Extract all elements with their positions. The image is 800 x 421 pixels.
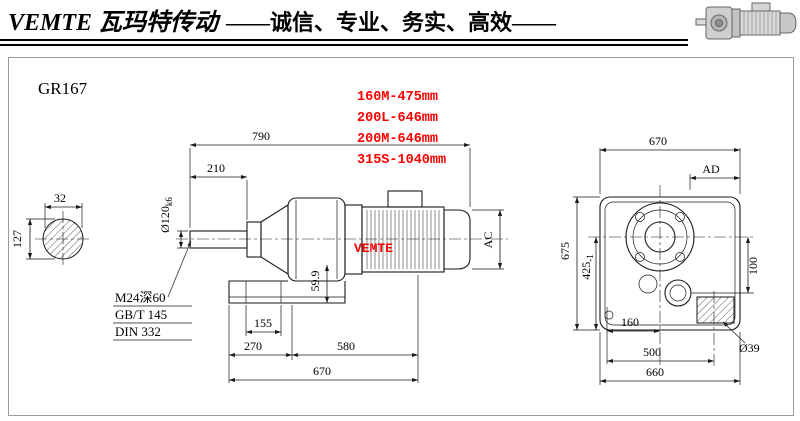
end-dim-ad: AD [702,162,720,176]
vemte-watermark: VEMTE [354,241,393,256]
gearmotor-photo [695,2,797,40]
dim-shaft-length: 210 [207,161,225,175]
dim-shaft-diameter: Ø120k6 [158,197,174,233]
end-dim-660: 660 [646,365,664,379]
model-label: GR167 [38,79,88,98]
end-dim-hole-39: Ø39 [739,341,760,355]
end-view-dimensions: 670 AD 675 425-1 100 160 500 660 Ø39 [558,134,760,385]
dim-155: 155 [254,316,272,330]
dim-total-length: 790 [252,129,270,143]
shaft-section-view: 32 127 [10,191,92,267]
motor-option-2: 200L-646mm [357,111,438,126]
end-dim-425: 425-1 [579,254,595,280]
drawing-frame [8,57,794,416]
thread-note-block: M24深60 GB/T 145 DIN 332 [113,240,192,341]
dim-key-width: 32 [54,191,66,205]
header-slogan: ——诚信、专业、务实、高效—— [226,10,557,35]
side-view-dimensions: 790 210 Ø120k6 AC 59.9 155 270 580 670 [158,129,504,383]
thread-note: M24深60 [115,290,166,305]
dim-shaft-height: 127 [10,230,24,248]
brand-row: VEMTE 瓦玛特传动 ——诚信、专业、务实、高效—— [8,2,556,37]
motor-options: 160M-475mm 200L-646mm 200M-646mm 315S-10… [357,90,446,168]
header: VEMTE 瓦玛特传动 ——诚信、专业、务实、高效—— [0,0,800,56]
end-dim-160: 160 [621,315,639,329]
dim-ac: AC [481,232,495,249]
end-view-outline [588,185,754,369]
dim-670-bottom: 670 [313,364,331,378]
side-view-outline [176,190,508,304]
gearmotor-shapes [695,2,797,40]
dim-270: 270 [244,339,262,353]
motor-option-1: 160M-475mm [357,90,438,105]
end-dim-500: 500 [643,345,661,359]
dim-580: 580 [337,339,355,353]
motor-option-4: 315S-1040mm [357,153,446,168]
end-dim-width: 670 [649,134,667,148]
end-dim-height: 675 [558,242,572,260]
end-dim-100: 100 [746,257,760,275]
standard-gb: GB/T 145 [115,307,167,322]
header-divider [0,39,688,46]
standard-din: DIN 332 [115,324,161,339]
brand-title: VEMTE 瓦玛特传动 [8,10,219,36]
dim-foot-height: 59.9 [308,271,322,292]
